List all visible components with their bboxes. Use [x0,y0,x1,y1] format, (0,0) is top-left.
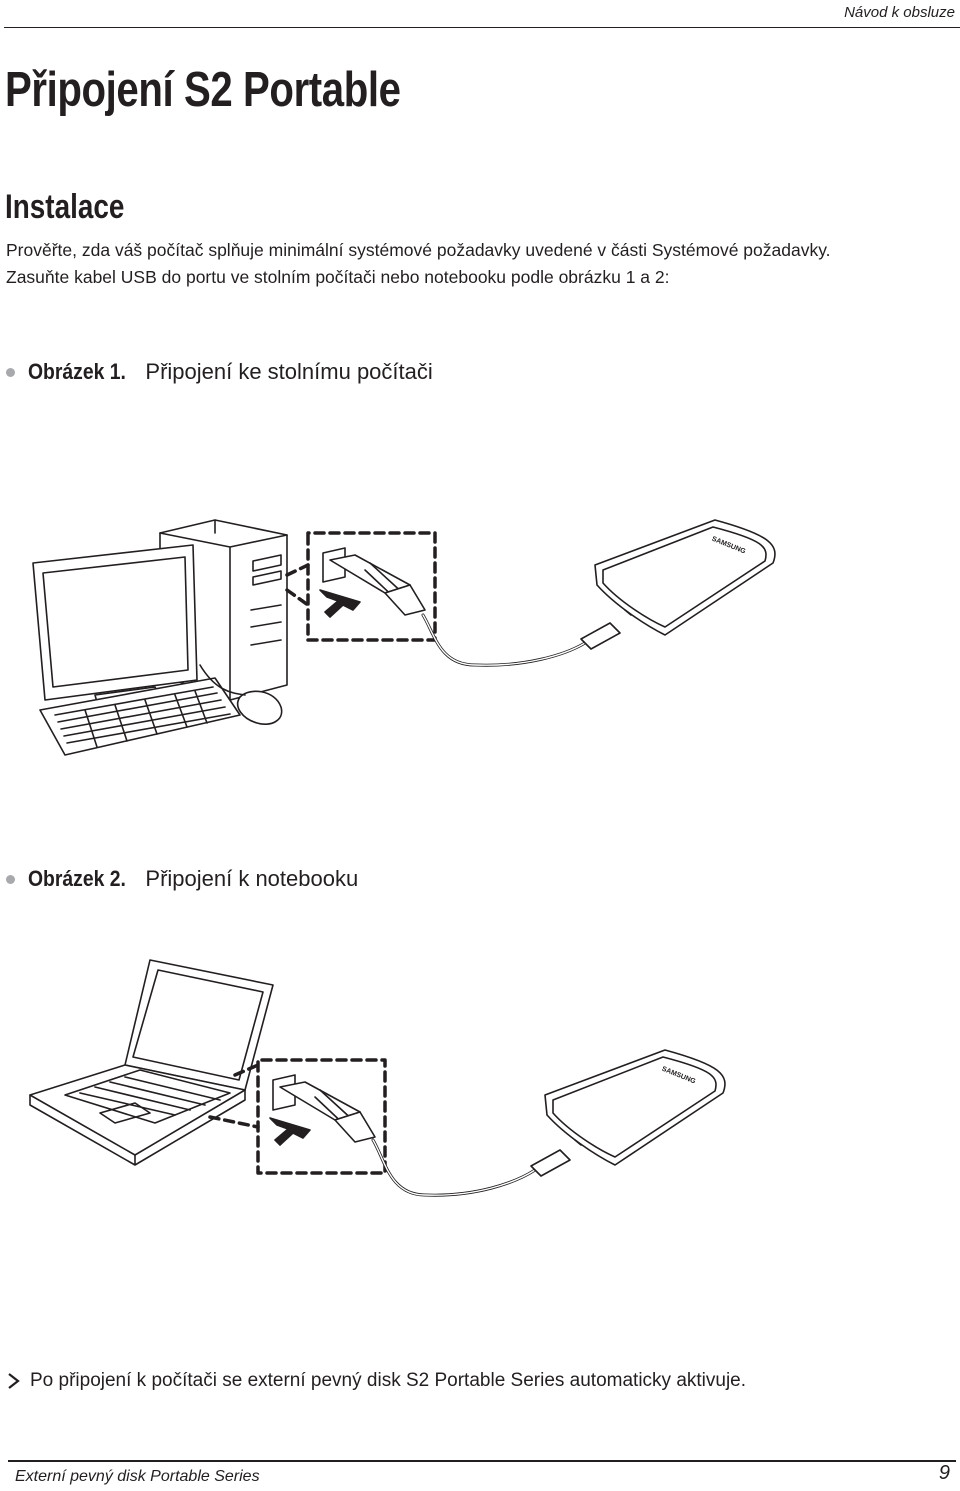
notebook-icon [29,959,274,1166]
header-rule [4,27,960,28]
desktop-connection-illustration: SAMSUNG [32,519,776,756]
figure-1-caption: Obrázek 1. Připojení ke stolnímu počítač… [6,359,433,385]
figure-1-title: Připojení ke stolnímu počítači [139,359,433,384]
monitor-icon [32,544,198,714]
section-heading: Instalace [5,188,125,226]
notebook-connection-illustration: SAMSUNG [29,959,726,1197]
mouse-icon [199,664,283,725]
intro-text: Prověřte, zda váš počítač splňuje minimá… [6,237,831,291]
figure-1-label: Obrázek 1. [28,359,126,384]
footer-rule [8,1460,956,1462]
figure-2-title: Připojení k notebooku [139,866,359,891]
usb-plug-icon [322,547,426,616]
footer-title: Externí pevný disk Portable Series [15,1468,260,1485]
running-header: Návod k obsluze [844,4,955,21]
page-number: 9 [938,1462,950,1484]
figure-2-label: Obrázek 2. [28,866,126,891]
intro-paragraph-1: Prověřte, zda váš počítač splňuje minimá… [6,240,831,260]
insert-arrow-icon [319,589,361,618]
usb-cable [371,1138,571,1197]
usb-port-detail-box [208,1058,387,1175]
usb-plug-icon [272,1074,376,1143]
insert-arrow-icon [269,1117,311,1146]
bullet-icon [6,367,15,377]
figure-2-caption: Obrázek 2. Připojení k notebooku [6,866,358,892]
note-text: Po připojení k počítači se externí pevný… [30,1370,747,1391]
page-title: Připojení S2 Portable [5,63,401,117]
chevron-right-icon [8,1373,20,1389]
usb-cable [421,613,621,667]
external-drive-icon [594,519,776,636]
bullet-icon [6,874,15,884]
auto-activation-note: Po připojení k počítači se externí pevný… [6,1370,746,1392]
usb-port-detail-box [285,531,437,642]
keyboard-icon [39,677,241,756]
intro-paragraph-2: Zasuňte kabel USB do portu ve stolním po… [6,267,670,287]
external-drive-icon [544,1049,726,1166]
